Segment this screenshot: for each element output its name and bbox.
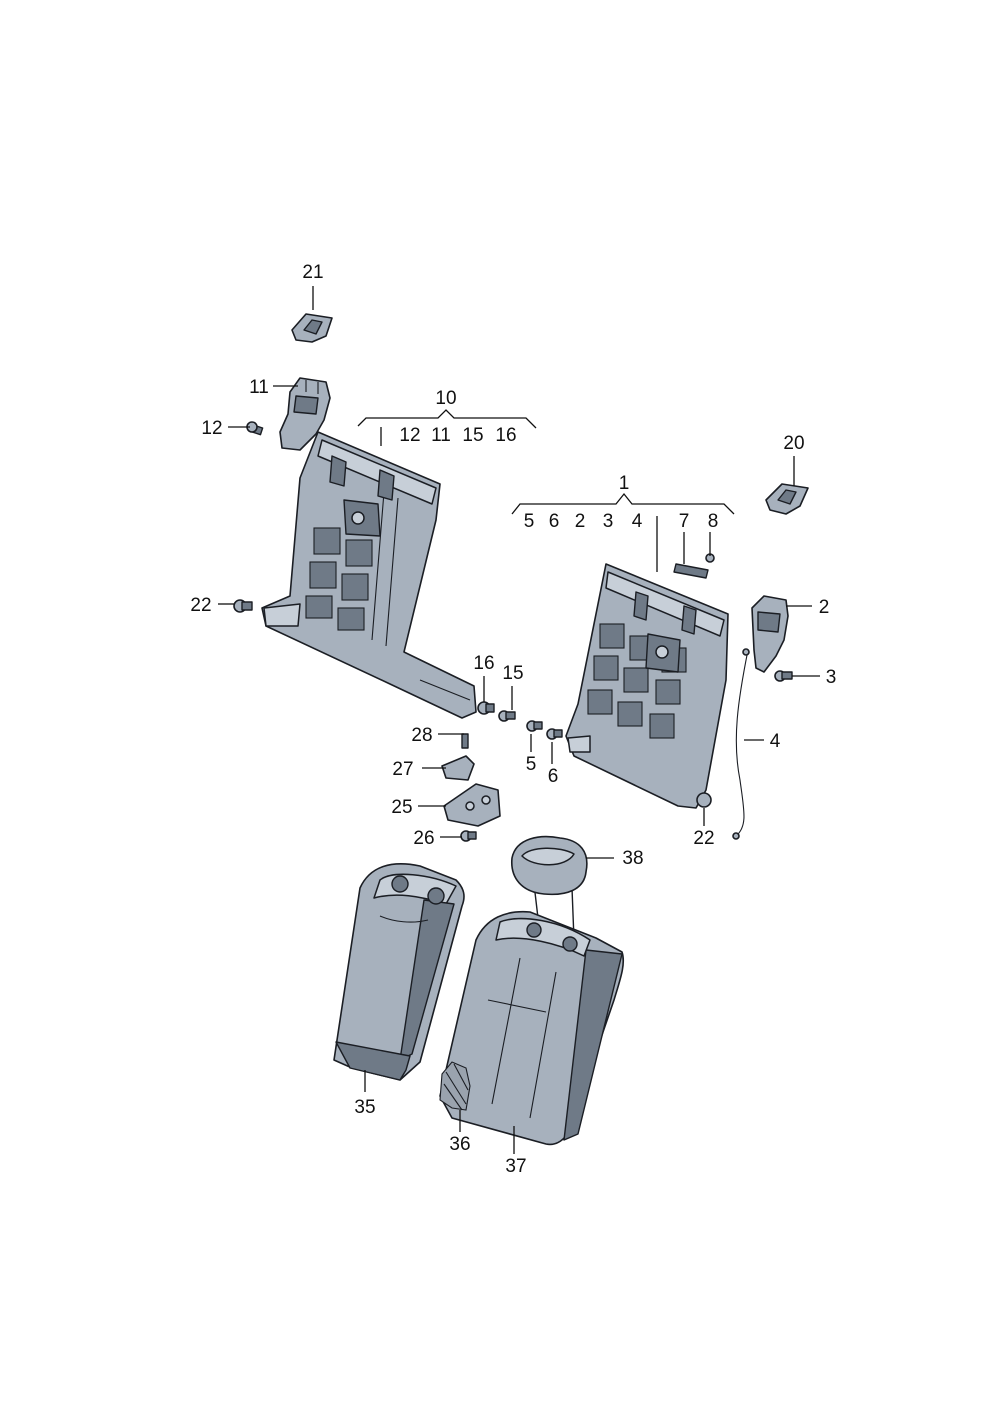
part-25-hinge-plate — [443, 783, 501, 827]
label-35: 35 — [354, 1097, 375, 1118]
group-1-item-4: 3 — [603, 511, 614, 532]
group-10-item-4: 16 — [495, 425, 516, 446]
part-15-screw — [498, 710, 516, 722]
label-11: 11 — [249, 377, 269, 398]
part-37-right-upholstery — [439, 910, 625, 1146]
part-11-latch — [279, 377, 331, 451]
part-35-left-upholstery — [333, 863, 465, 1081]
part-22-bolt-left — [233, 599, 253, 613]
label-22-left: 22 — [190, 595, 211, 616]
group-1-item-7: 8 — [708, 511, 719, 532]
label-10: 10 — [435, 388, 456, 409]
leader-lines — [218, 286, 820, 1154]
group-1-brace — [511, 492, 735, 515]
label-37: 37 — [505, 1156, 526, 1177]
part-6-bushing — [546, 728, 563, 740]
part-16-bushing — [477, 701, 495, 715]
label-25: 25 — [391, 797, 412, 818]
label-4: 4 — [770, 731, 781, 752]
part-36-mesh-patch — [439, 1061, 471, 1111]
label-27: 27 — [392, 759, 413, 780]
label-6: 6 — [548, 766, 559, 787]
group-1-item-1: 5 — [524, 511, 535, 532]
label-36: 36 — [449, 1134, 470, 1155]
part-12-screw — [246, 421, 264, 436]
label-38: 38 — [622, 848, 643, 869]
group-10-item-2: 11 — [431, 425, 451, 446]
group-1-item-2: 6 — [549, 511, 560, 532]
group-1-item-3: 2 — [575, 511, 586, 532]
part-20-cover — [765, 483, 809, 515]
label-5: 5 — [526, 754, 537, 775]
group-10-item-3: 15 — [462, 425, 483, 446]
part-7-strip — [673, 563, 709, 579]
part-5-bushing — [526, 720, 543, 732]
part-26-bolt — [460, 830, 477, 842]
part-22-bushing-right — [696, 792, 712, 808]
group-10-item-1: 12 — [399, 425, 420, 446]
label-15: 15 — [502, 663, 523, 684]
label-16: 16 — [473, 653, 494, 674]
part-21-cover — [291, 313, 333, 343]
label-22-right: 22 — [693, 828, 714, 849]
part-4-release-cable — [732, 648, 750, 840]
group-10-brace — [357, 409, 537, 429]
label-28: 28 — [411, 725, 432, 746]
part-2-latch — [751, 595, 789, 673]
label-21: 21 — [302, 262, 323, 283]
part-3-screw — [774, 670, 793, 682]
group-1-item-6: 7 — [679, 511, 690, 532]
part-27-bracket — [441, 755, 475, 781]
group-1-item-5: 4 — [632, 511, 643, 532]
part-10-left-backrest-frame — [261, 431, 477, 719]
label-2: 2 — [819, 597, 830, 618]
part-1-right-backrest-frame — [565, 563, 729, 809]
label-26: 26 — [413, 828, 434, 849]
label-3: 3 — [826, 667, 837, 688]
part-28-pin — [461, 733, 469, 749]
label-12: 12 — [201, 418, 222, 439]
label-1: 1 — [619, 473, 630, 494]
label-20: 20 — [783, 433, 804, 454]
